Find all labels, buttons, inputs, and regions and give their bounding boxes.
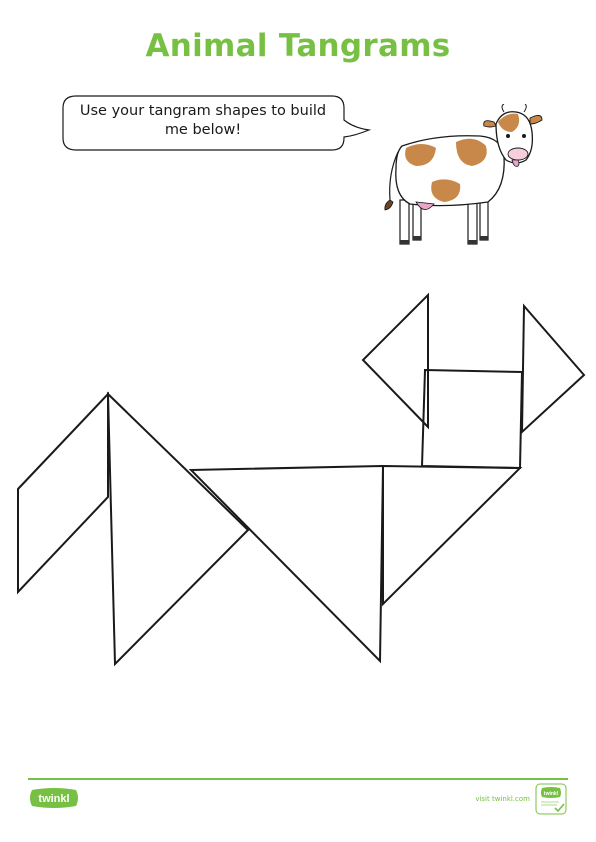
twinkl-logo: twinkl: [30, 788, 78, 808]
svg-text:twinkl: twinkl: [38, 793, 69, 805]
cow-illustration: [384, 104, 543, 245]
tangram-back-medium-triangle: [382, 464, 523, 607]
page-title: Animal Tangrams: [145, 28, 451, 64]
tangram-tail-parallelogram: [17, 391, 109, 595]
speech-bubble: [62, 95, 372, 151]
footer-divider: [28, 778, 568, 780]
svg-text:twinkl: twinkl: [544, 791, 559, 797]
tangram-neck-square: [420, 368, 524, 470]
tangram-right-ear-triangle: [520, 303, 586, 435]
instruction-text: Use your tangram shapes to build me belo…: [79, 103, 327, 138]
tangram-front-large-triangle: [106, 391, 250, 667]
tangram-body-parallelogram: [188, 464, 385, 664]
quality-approved-badge-icon: twinkl: [535, 783, 567, 815]
tangram-left-ear-triangle: [361, 292, 429, 430]
footer-url: visit twinkl.com: [475, 795, 530, 803]
